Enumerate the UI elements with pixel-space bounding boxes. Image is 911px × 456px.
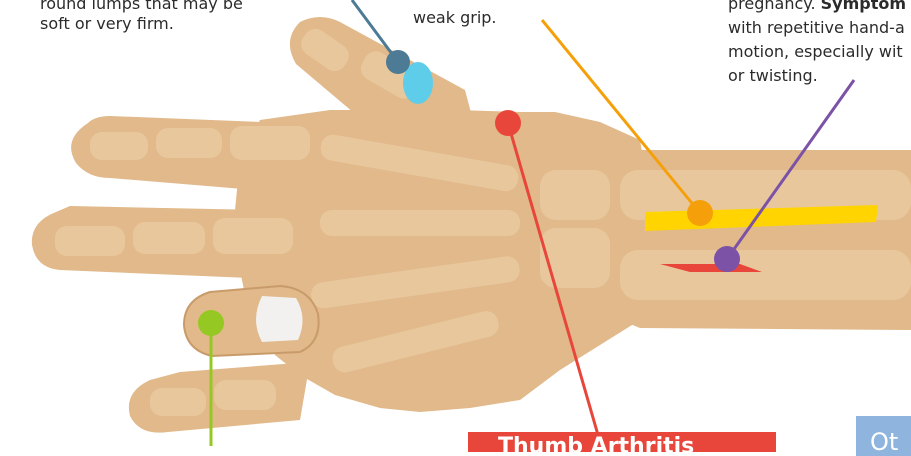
right-caption-line2: with repetitive hand-a: [728, 18, 905, 38]
marker-red: [495, 110, 521, 136]
marker-purple: [714, 246, 740, 272]
marker-green: [198, 310, 224, 336]
marker-slate: [386, 50, 410, 74]
marker-orange: [687, 200, 713, 226]
thumb-arthritis-heading: Thumb Arthritis: [468, 432, 776, 452]
right-caption-line3: motion, especially wit: [728, 42, 903, 62]
thumbnail: [256, 296, 303, 342]
right-caption-line4: or twisting.: [728, 66, 818, 86]
left-caption-line1: round lumps that may be: [40, 0, 243, 14]
other-heading: Ot: [856, 416, 911, 456]
right-caption-line1: pregnancy. Symptom: [728, 0, 906, 14]
left-caption-line2: soft or very firm.: [40, 14, 174, 34]
center-caption-tail: weak grip.: [413, 8, 497, 28]
